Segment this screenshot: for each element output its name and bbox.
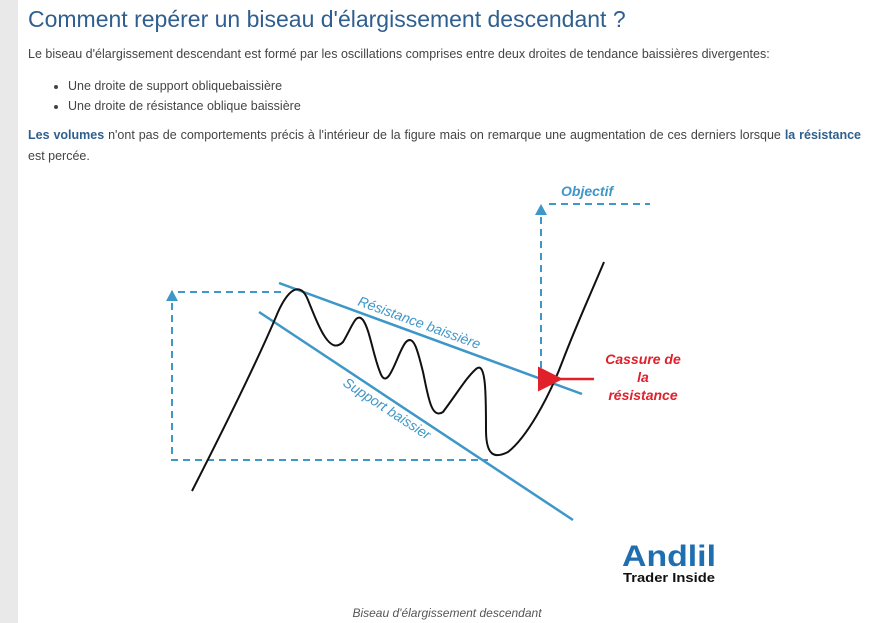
volumes-text-end: est percée. <box>28 149 90 163</box>
volumes-paragraph: Les volumes n'ont pas de comportements p… <box>28 125 861 167</box>
resistance-trendline <box>278 281 583 396</box>
breakout-label-line1: Cassure de <box>605 351 681 367</box>
article-content: Comment repérer un biseau d'élargissemen… <box>18 0 876 623</box>
pattern-height-dashed <box>171 291 488 461</box>
breakout-label-line2: la <box>637 369 649 385</box>
bullet-item: Une droite de support obliquebaissière <box>68 76 301 96</box>
article-heading: Comment repérer un biseau d'élargissemen… <box>28 6 626 32</box>
volumes-strong: Les volumes <box>28 128 105 142</box>
bullet-list: Une droite de support obliquebaissière U… <box>48 76 301 116</box>
objective-label: Objectif <box>561 183 614 199</box>
wedge-diagram: Objectif Résistance baissière Support ba… <box>166 183 681 522</box>
bullet-item: Une droite de résistance oblique baissiè… <box>68 96 301 116</box>
figure-caption: Biseau d'élargissement descendant <box>352 606 542 620</box>
resistance-label: Résistance baissière <box>356 293 483 352</box>
andlil-logo: Andlil Trader Inside <box>622 540 716 585</box>
resistance-strong: la résistance <box>784 128 861 142</box>
support-trendline <box>258 310 574 522</box>
breakout-label-line3: résistance <box>608 387 677 403</box>
logo-name: Andlil <box>622 540 716 573</box>
pattern-height-arrowhead <box>166 290 178 301</box>
volumes-text: n'ont pas de comportements précis à l'in… <box>104 128 785 142</box>
support-label: Support baissier <box>340 374 435 443</box>
logo-tagline: Trader Inside <box>623 570 715 585</box>
left-sidebar-strip <box>0 0 18 623</box>
objective-arrowhead <box>535 204 547 215</box>
intro-paragraph: Le biseau d'élargissement descendant est… <box>28 47 770 61</box>
price-path <box>191 261 605 492</box>
